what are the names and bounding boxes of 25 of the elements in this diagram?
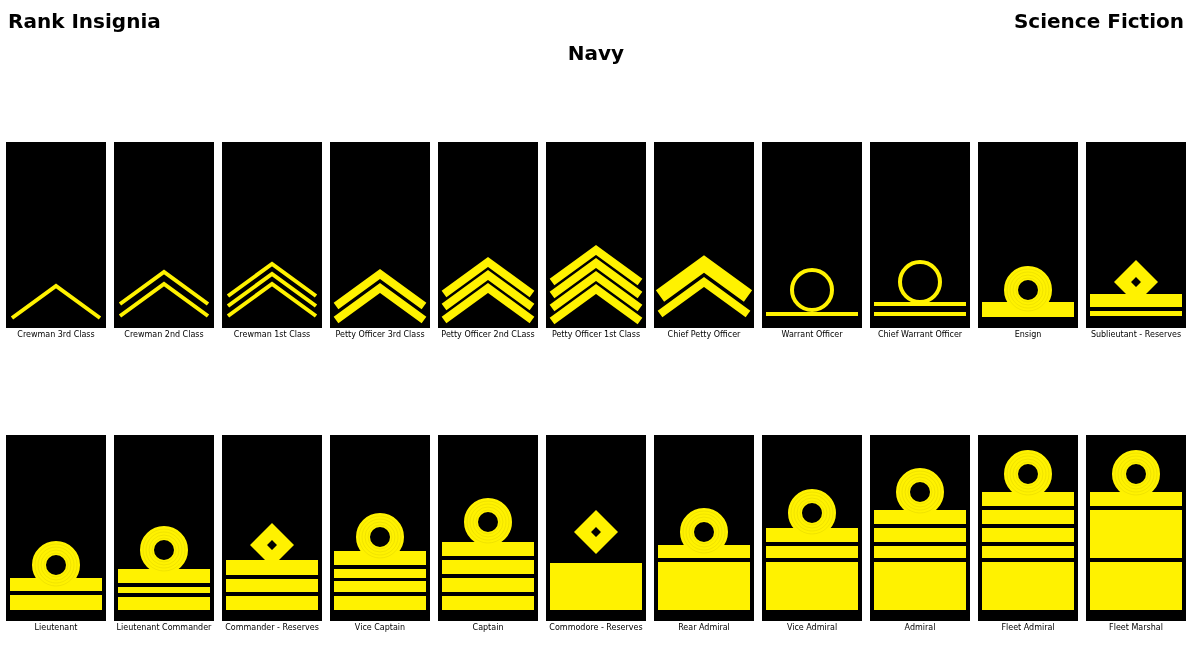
rank-caption: Crewman 1st Class [233,330,311,339]
rank-caption: Captain [472,623,504,632]
title: Rank Insignia [8,9,161,33]
rank-caption: Lieutenant Commander [116,623,212,632]
rank-caption: Ensign [1014,330,1042,339]
rank-caption: Warrant Officer [781,330,843,339]
rank-caption: Rear Admiral [678,623,730,632]
rank-caption: Admiral [904,623,936,632]
rank-caption: Chief Warrant Officer [877,330,963,339]
rank-caption: Fleet Marshal [1109,623,1163,632]
rank-caption: Crewman 3rd Class [17,330,95,339]
rank-caption: Commander - Reserves [225,623,319,632]
section-heading: Navy [567,41,625,65]
subtitle: Science Fiction [1013,9,1184,33]
rank-caption: Chief Petty Officer [667,330,741,339]
rank-caption: Petty Officer 2nd CLass [441,330,535,339]
rank-caption: Vice Admiral [786,623,838,632]
rank-caption: Petty Officer 1st Class [551,330,641,339]
rank-caption: Crewman 2nd Class [124,330,204,339]
rank-caption: Commodore - Reserves [549,623,643,632]
rank-caption: Fleet Admiral [1001,623,1055,632]
rank-caption: Lieutenant [34,623,78,632]
rank-caption: Vice Captain [354,623,406,632]
rank-caption: Petty Officer 3rd Class [335,330,425,339]
rank-caption: Sublieutant - Reserves [1090,330,1182,339]
